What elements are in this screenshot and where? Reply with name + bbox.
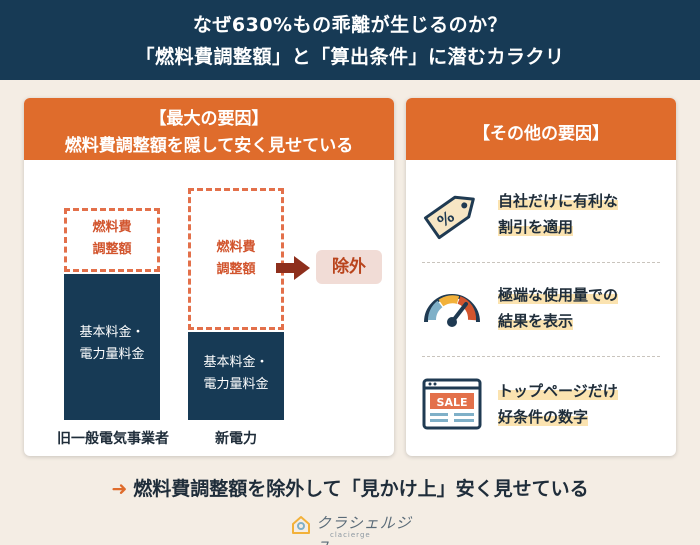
divider [422,262,660,263]
old-company-base-charge-bar: 基本料金・ 電力量料金 [64,274,160,420]
factor-item: 極端な使用量での 結果を表示 [406,264,676,356]
brand-sub: clacierge [330,531,371,539]
exclude-badge: 除外 [316,250,382,284]
other-factors-banner: 【その他の要因】 [406,98,676,160]
sale-text: SALE [437,396,468,409]
header: なぜ630%もの乖離が生じるのか？ 「燃料費調整額」と「算出条件」に潜むカラクリ [0,0,700,80]
old-company-fuel-adjustment-box: 燃料費 調整額 [64,208,160,272]
factor-text-line1: トップページだけ [498,382,618,400]
sale-webpage-icon: SALE [422,378,482,430]
other-factors-card: 【その他の要因】 % 自社だけに有利な 割引を適用 極端な使用量での 結果を表示 [406,98,676,456]
right-arrow-icon [276,256,310,280]
conclusion: ➜燃料費調整額を除外して「見かけ上」安く見せている [0,474,700,501]
factor-text-line2: 結果を表示 [498,312,574,330]
factor-text-line2: 割引を適用 [498,218,574,236]
main-factor-banner-subtitle: 燃料費調整額を隠して安く見せている [64,136,354,156]
old-company-label: 旧一般電気事業者 [57,431,169,447]
factor-item: % 自社だけに有利な 割引を適用 [406,170,676,262]
factor-text-line1: 自社だけに有利な [498,192,619,210]
new-company-base-charge-bar: 基本料金・ 電力量料金 [188,332,284,420]
header-title-line2: 「燃料費調整額」と「算出条件」に潜むカラクリ [135,46,565,68]
new-company-fuel-adjustment-box: 燃料費 調整額 [188,188,284,330]
main-factor-banner: 【最大の要因】 燃料費調整額を隠して安く見せている [24,98,394,160]
factor-text-line1: 極端な使用量での [498,286,619,304]
brand-name: クラシェルジュ [316,514,412,545]
discount-tag-icon: % [423,195,475,240]
arrow-right-icon: ➜ [111,478,128,500]
brand-logo: クラシェルジュ clacierge [290,510,420,545]
divider [422,356,660,357]
factor-text: 自社だけに有利な 割引を適用 [498,188,668,240]
main-factor-card: 【最大の要因】 燃料費調整額を隠して安く見せている 燃料費 調整額 基本料金・ … [24,98,394,456]
main-factor-banner-title: 【最大の要因】 [149,109,269,129]
house-logo-icon [292,516,310,534]
header-title-line1: なぜ630%もの乖離が生じるのか？ [192,14,508,36]
conclusion-text: 燃料費調整額を除外して「見かけ上」安く見せている [133,478,589,500]
factor-item: SALE トップページだけ 好条件の数字 [406,360,676,452]
gauge-icon [424,294,480,327]
factor-text: トップページだけ 好条件の数字 [498,378,668,430]
other-factors-banner-title: 【その他の要因】 [473,124,609,144]
factor-text: 極端な使用量での 結果を表示 [498,282,668,334]
factor-text-line2: 好条件の数字 [498,408,589,426]
new-company-label: 新電力 [215,431,257,447]
